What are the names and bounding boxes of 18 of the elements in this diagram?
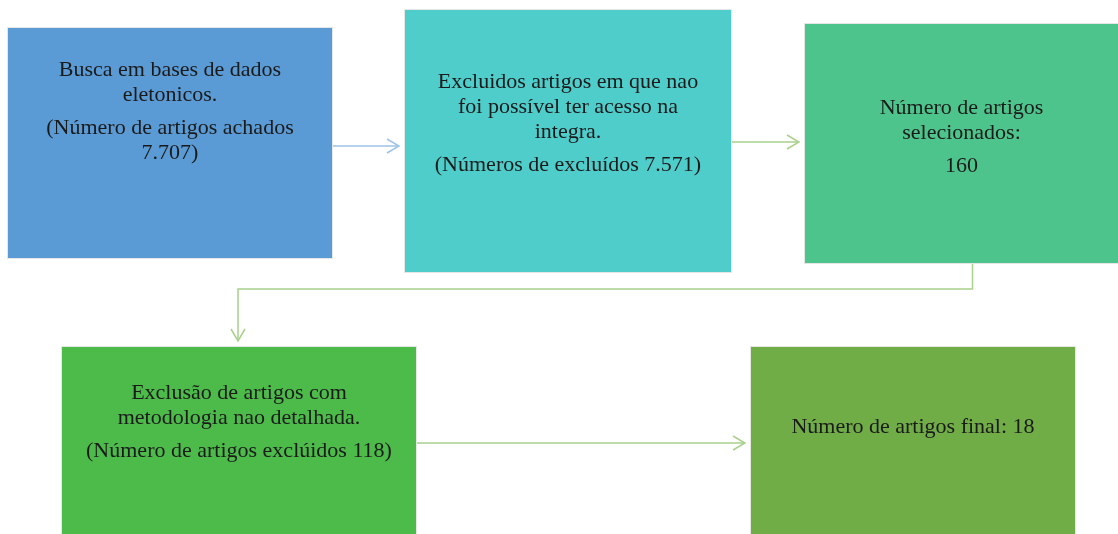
arrow [331, 138, 400, 154]
box-text: (Números de excluídos 7.571) [434, 151, 702, 176]
box-text: (Número de artigos exclúidos 118) [86, 437, 392, 462]
arrow [415, 435, 746, 451]
box-text: Busca em bases de dados eletonicos. [57, 56, 283, 106]
box-text: Número de artigos final: 18 [791, 413, 1035, 438]
box-text: Exclusão de artigos com metodologia nao detalhada. [116, 379, 362, 429]
arrow [730, 134, 800, 150]
process-box [62, 347, 416, 534]
process-box [8, 28, 332, 258]
box-text: (Número de artigos achados 7.707) [45, 114, 295, 164]
box-text: Número de artigos selecionados: [878, 94, 1045, 144]
box-text: 160 [945, 152, 978, 177]
arrow [230, 262, 974, 342]
process-box [405, 10, 731, 272]
box-text: Excluidos artigos em que nao foi possível ter acesso na integra. [436, 68, 700, 143]
process-box [751, 347, 1075, 534]
process-box [805, 24, 1118, 263]
